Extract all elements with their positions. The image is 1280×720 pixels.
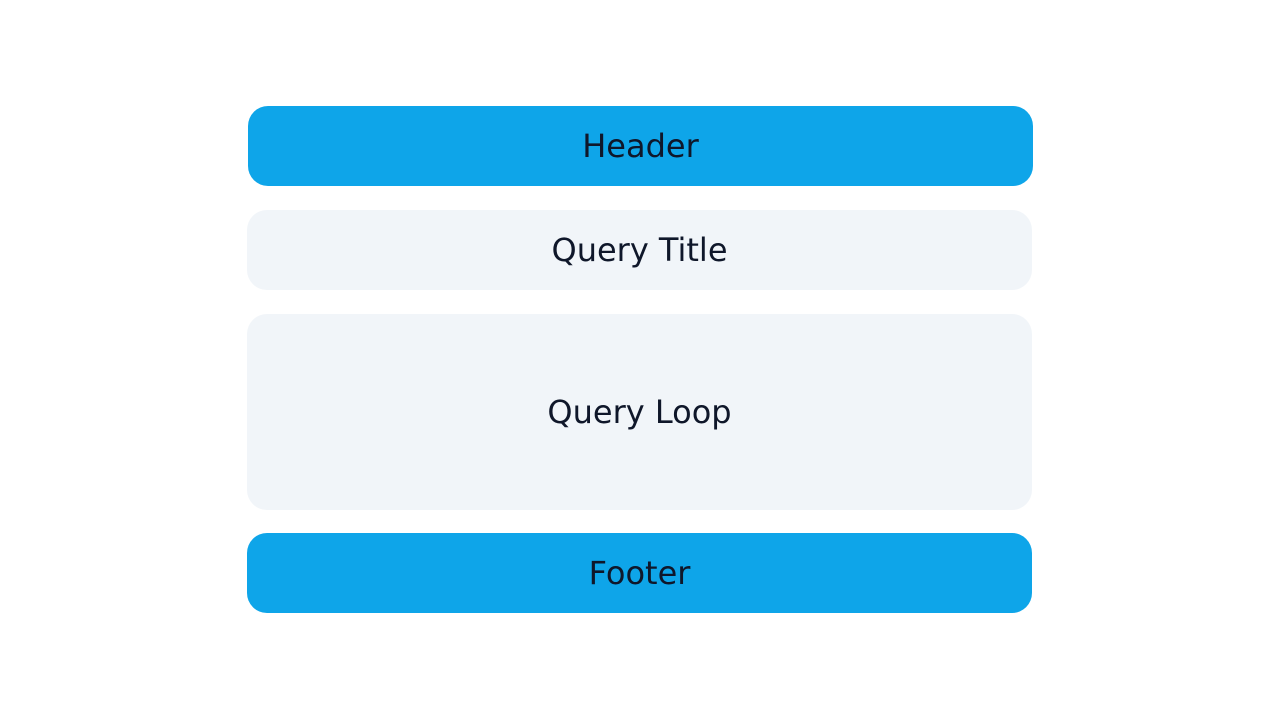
footer-block: Footer [247, 533, 1032, 613]
header-block: Header [248, 106, 1033, 186]
query-title-block: Query Title [247, 210, 1032, 290]
query-loop-block: Query Loop [247, 314, 1032, 510]
query-loop-label: Query Loop [547, 393, 732, 431]
query-title-label: Query Title [551, 231, 728, 269]
header-label: Header [582, 127, 699, 165]
footer-label: Footer [588, 554, 691, 592]
